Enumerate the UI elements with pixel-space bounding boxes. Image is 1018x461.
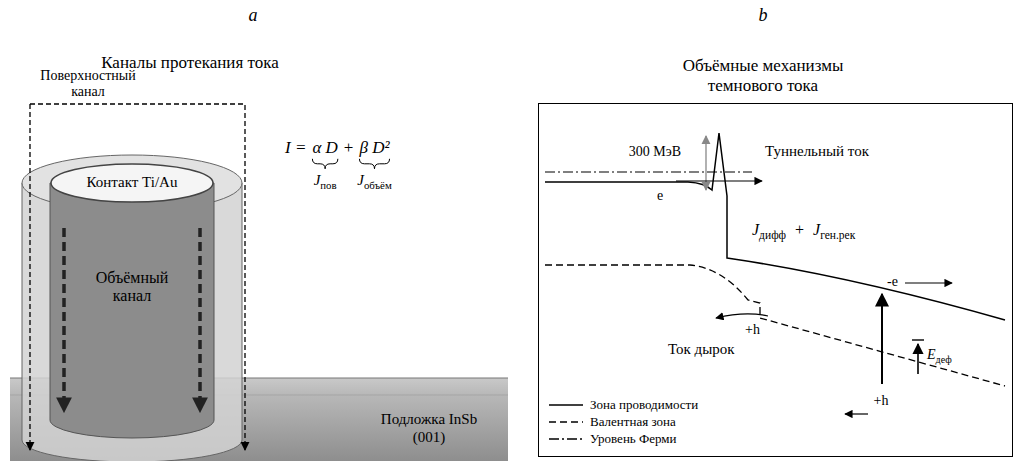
conduction-band [545,133,1005,320]
legend: Зона проводимостиВалентная зонаУровень Ф… [548,396,698,447]
formula-part: J [813,221,820,238]
defect-level [912,339,924,340]
formula-group: Jобъём [357,171,392,192]
legend-sample [548,400,584,410]
formula-part: β D² [359,138,389,157]
defect-arrow [917,344,919,374]
legend-text: Валентная зона [590,414,676,430]
channel-label: Поверхностный канал [23,68,153,100]
formula-part: J [752,221,759,238]
legend-sample [548,434,584,444]
carrier-label: +h [745,322,760,338]
subscript: деф [936,353,952,364]
panel-title: Объёмные механизмы темнового тока [668,56,858,95]
hole-arrow [716,314,768,318]
legend-text: Зона проводимости [590,397,698,413]
valence-band [545,265,1005,386]
panel-frame [539,104,1013,457]
mechanism-label: Ток дырок [668,341,735,358]
subscript: пов [320,179,336,191]
formula-group: I = α D + β D² [285,138,390,158]
formula-group: Jпов [314,171,337,192]
panel-letter: a [249,5,258,26]
subscript: ген.рек [820,229,855,241]
formula-part: J [357,172,364,188]
formula-part: E [927,347,936,362]
formula-part: + [795,221,804,238]
substrate: Подложка InSb (001) [10,378,508,461]
electron-arrow [905,282,952,283]
cylinder-shell [22,183,242,461]
carrier-label: -e [887,274,898,290]
surface-path [29,104,30,450]
fermi-level [545,171,752,172]
formula-part: α D [312,138,337,157]
legend-row: Зона проводимости [548,396,698,413]
formula-group: Jдифф + Jген.рек [752,220,855,243]
bulk-arrow [198,228,202,410]
legend-row: Уровень Ферми [548,430,698,447]
barrier-arrow [705,136,706,190]
node-text: Подложка InSb (001) [364,411,494,446]
panel-letter: b [759,5,768,26]
energy-label: 300 МэВ [629,144,681,160]
formula-part: I = [285,138,306,157]
subscript: дифф [759,229,786,241]
formula-part: + [344,138,354,157]
bulk-arrow [62,228,66,410]
carrier-label: e [657,188,663,204]
generation-arrow [881,294,883,384]
bulk-cylinder [50,183,214,438]
mechanism-label: Туннельный ток [765,143,869,160]
underbrace [359,159,389,169]
carrier-label: +h [874,393,889,409]
contact-ellipse: Контакт Ti/Au [50,163,214,203]
legend-row: Валентная зона [548,413,698,430]
formula-part: J [314,172,321,188]
hole-arrow [845,413,868,414]
legend-line [549,404,583,405]
legend-line [549,421,583,422]
underbrace [312,159,337,169]
surface-path [30,104,245,450]
legend-text: Уровень Ферми [590,431,677,447]
bulk-channel: Объёмный канал [62,252,202,322]
legend-sample [548,417,584,427]
subscript: объём [364,179,392,191]
node-text: Объёмный канал [77,269,187,306]
legend-line [549,438,583,439]
node-text: Контакт Ti/Au [87,174,178,191]
contact-outline [51,164,213,202]
tunnel-arrow [676,180,762,181]
formula-group: Eдеф [927,347,952,366]
